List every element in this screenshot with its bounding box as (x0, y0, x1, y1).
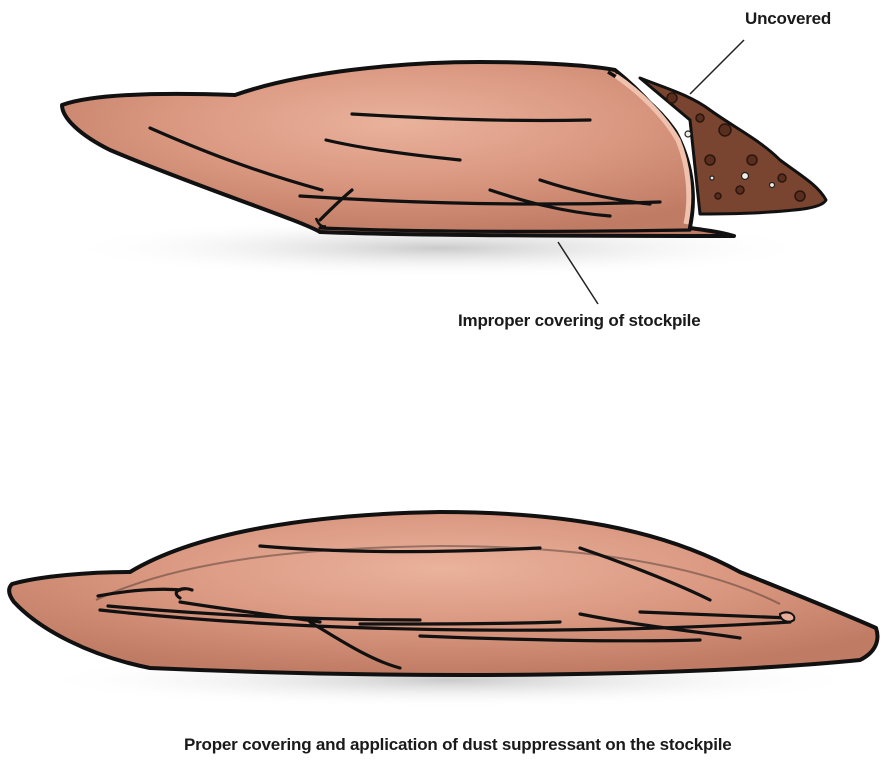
tarp-tie (780, 612, 794, 621)
improper-stockpile (60, 62, 826, 278)
uncovered-label: Uncovered (745, 9, 831, 29)
uncovered-leader (690, 40, 744, 94)
proper-covering-label: Proper covering and application of dust … (184, 735, 732, 755)
improper-covering-label: Improper covering of stockpile (458, 311, 700, 331)
proper-stockpile (9, 512, 877, 708)
tarp-proper (9, 512, 877, 675)
